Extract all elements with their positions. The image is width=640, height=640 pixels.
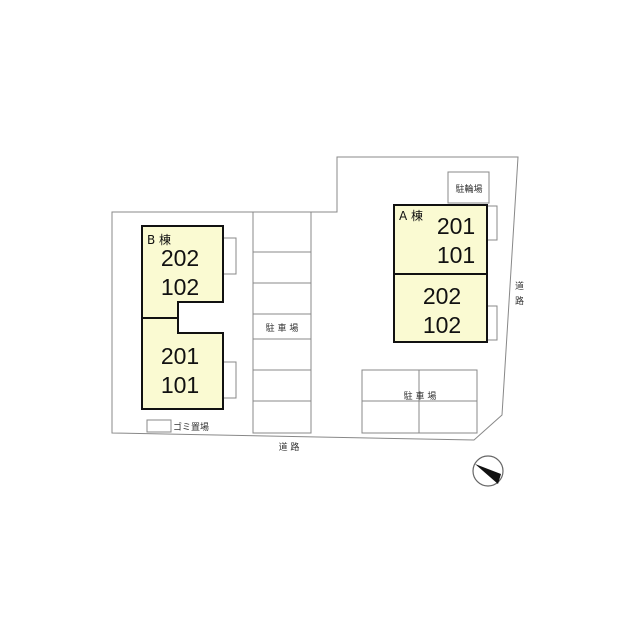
building-b-label: B 棟 bbox=[147, 233, 172, 247]
building-b bbox=[141, 225, 224, 410]
road-right-label-2: 路 bbox=[515, 297, 525, 307]
parking-right bbox=[361, 369, 478, 434]
balcony bbox=[486, 305, 498, 341]
unit-b-201: 201 bbox=[160, 343, 200, 369]
balcony bbox=[222, 237, 237, 275]
unit-a-202: 202 bbox=[422, 283, 462, 309]
bicycle-parking bbox=[447, 171, 490, 204]
balcony bbox=[486, 205, 498, 241]
bicycle-parking-label: 駐輪場 bbox=[455, 185, 483, 195]
road-bottom-label: 道 路 bbox=[278, 443, 300, 453]
unit-b-101: 101 bbox=[160, 372, 200, 398]
balcony bbox=[222, 361, 237, 399]
garbage-label: ゴミ置場 bbox=[173, 423, 210, 433]
north-arrow-icon bbox=[472, 455, 504, 487]
parking-left bbox=[252, 211, 312, 434]
parking-left-label: 駐 車 場 bbox=[265, 324, 299, 334]
garbage-area bbox=[146, 419, 172, 433]
parking-right-label: 駐 車 場 bbox=[403, 392, 437, 402]
building-a-label: A 棟 bbox=[399, 209, 424, 223]
unit-b-102: 102 bbox=[160, 274, 200, 300]
unit-a-201: 201 bbox=[436, 213, 476, 239]
road-right-label-1: 道 bbox=[515, 282, 525, 292]
unit-a-101: 101 bbox=[436, 242, 476, 268]
unit-b-202: 202 bbox=[160, 245, 200, 271]
unit-a-102: 102 bbox=[422, 312, 462, 338]
